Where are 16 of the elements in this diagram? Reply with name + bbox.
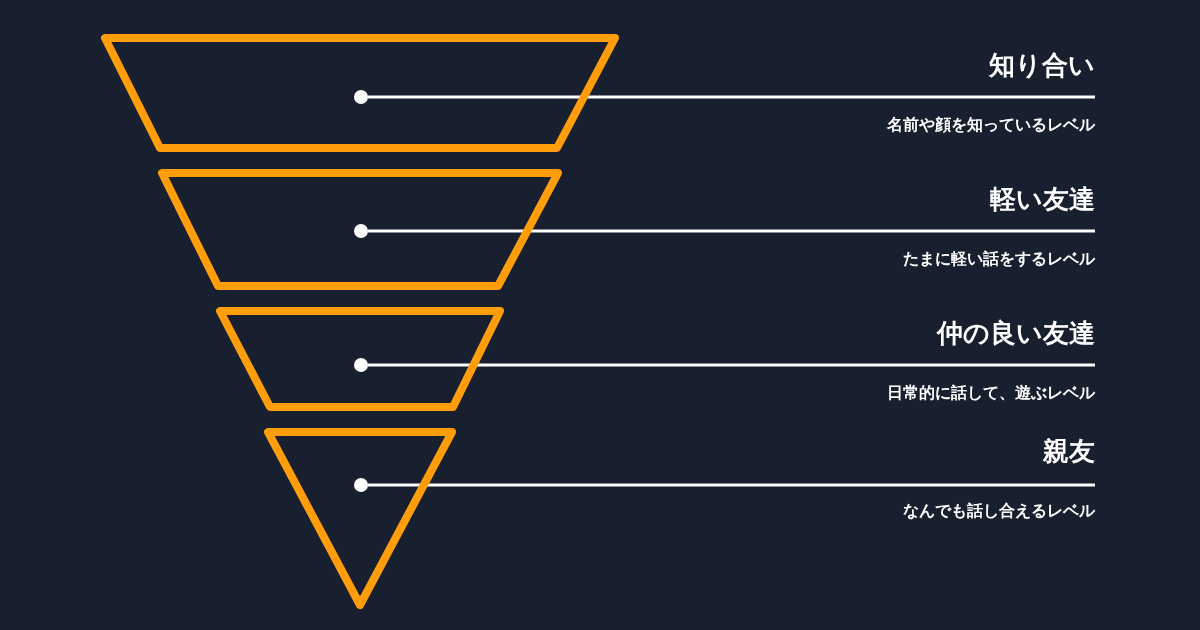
level-description: 名前や顔を知っているレベル	[887, 114, 1095, 136]
level-heading: 軽い友達	[989, 183, 1095, 216]
level-description: なんでも話し合えるレベル	[903, 500, 1095, 522]
dot	[354, 224, 368, 238]
level-heading: 知り合い	[988, 49, 1095, 82]
dot	[354, 478, 368, 492]
level-description: 日常的に話して、遊ぶレベル	[887, 382, 1095, 404]
level-description: たまに軽い話をするレベル	[903, 248, 1095, 270]
leader-line	[368, 95, 1095, 99]
leader-line	[368, 363, 1095, 367]
dot	[354, 358, 368, 372]
leader-line	[368, 229, 1095, 233]
level-heading: 親友	[1042, 435, 1095, 468]
level-heading: 仲の良い友達	[935, 317, 1095, 350]
dot	[354, 90, 368, 104]
leader-line	[368, 483, 1095, 487]
